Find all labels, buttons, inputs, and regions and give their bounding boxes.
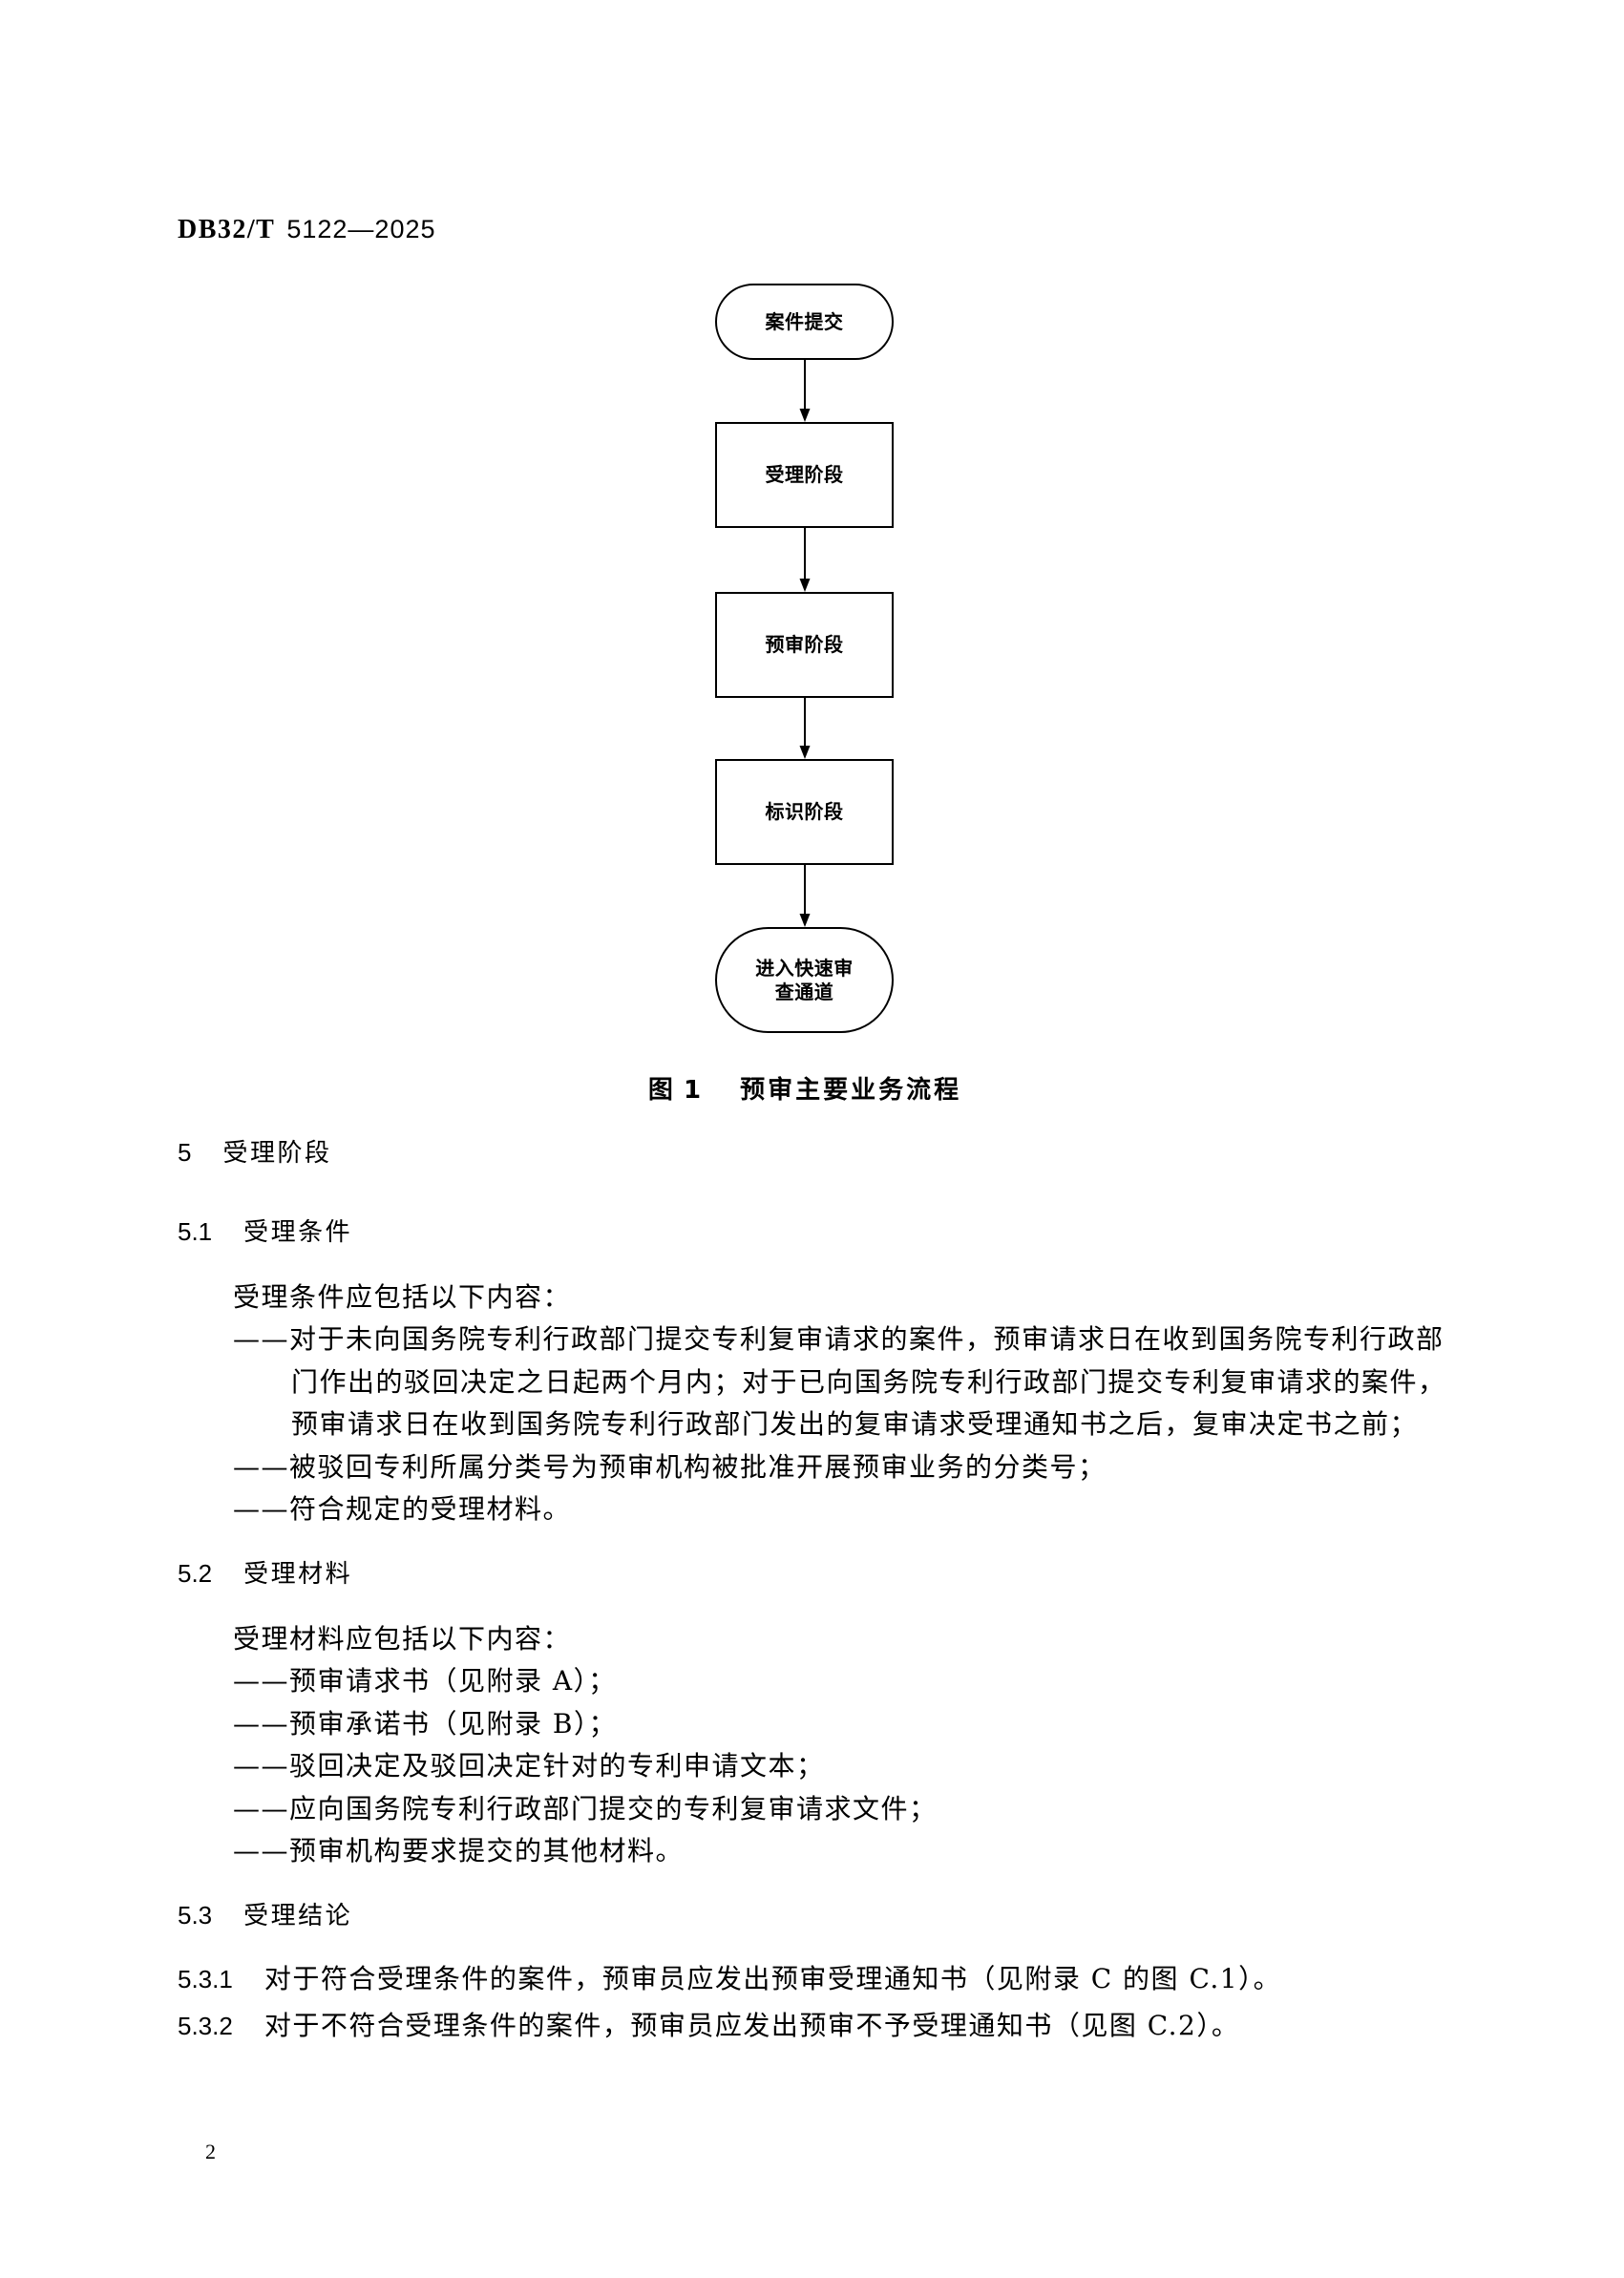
clause-title: 受理条件 [243, 1217, 353, 1247]
list-item-line: ——预审机构要求提交的其他材料。 [233, 1835, 685, 1867]
flow-node-start: 案件提交 [715, 284, 894, 360]
subsection-5-2: 5.2 受理材料 受理材料应包括以下内容： ——预审请求书（见附录 A）； ——预… [178, 1552, 1514, 1873]
flow-node-start-label: 案件提交 [765, 309, 844, 333]
clause-heading-5-3: 5.3 受理结论 [178, 1894, 1514, 1938]
clause-number: 5.1 [178, 1216, 213, 1246]
clause-text: 对于不符合受理条件的案件，预审员应发出预审不予受理通知书（见图 C.2）。 [264, 2009, 1240, 2041]
flow-node-marking: 标识阶段 [715, 759, 894, 865]
subsection-5-3: 5.3 受理结论 5.3.1 对于符合受理条件的案件，预审员应发出预审受理通知书（见… [178, 1894, 1514, 2052]
clause-title: 受理结论 [243, 1901, 353, 1930]
clause-title: 受理阶段 [222, 1139, 332, 1168]
clause-heading-5-2: 5.2 受理材料 [178, 1552, 1514, 1596]
flow-node-acceptance-label: 受理阶段 [765, 463, 844, 486]
clause-text: 对于符合受理条件的案件，预审员应发出预审受理通知书（见附录 C 的图 C.1）。 [264, 1963, 1282, 1994]
list-item-continuation: 预审请求日在收到国务院专利行政部门发出的复审请求受理通知书之后，复审决定书之前； [291, 1408, 1419, 1440]
clause-5-3-1: 5.3.1 对于符合受理条件的案件，预审员应发出预审受理通知书（见附录 C 的图 … [178, 1958, 1514, 2005]
flow-node-end-label-line-1: 进入快速审 [755, 956, 854, 980]
figure-number: 图 1 [647, 1076, 703, 1105]
clause-number: 5.3.1 [178, 1965, 233, 1993]
flow-node-marking-label: 标识阶段 [765, 800, 844, 823]
clause-title: 受理材料 [243, 1559, 353, 1589]
document-code-number: 5122—2025 [286, 215, 436, 243]
body-content: 5 受理阶段 5.1 受理条件 受理条件应包括以下内容： ——对于未向国务院专利行政… [178, 1131, 1514, 2051]
flow-node-pre-examination: 预审阶段 [715, 592, 894, 698]
flow-node-pre-examination-label: 预审阶段 [765, 633, 844, 656]
list-item-line: ——预审承诺书（见附录 B）； [233, 1707, 617, 1740]
flow-node-acceptance: 受理阶段 [715, 422, 894, 528]
list-item-continuation: 门作出的驳回决定之日起两个月内；对于已向国务院专利行政部门提交专利复审请求的案件… [291, 1365, 1446, 1398]
clause-number: 5.3.2 [178, 2011, 233, 2040]
flow-arrow-3 [799, 698, 811, 759]
clause-number: 5.2 [178, 1558, 213, 1588]
flow-arrow-2 [799, 528, 811, 592]
figure-title: 预审主要业务流程 [740, 1076, 962, 1105]
subsection-5-1: 5.1 受理条件 受理条件应包括以下内容： ——对于未向国务院专利行政部门提交专利… [178, 1211, 1514, 1531]
clause-5-3-2: 5.3.2 对于不符合受理条件的案件，预审员应发出预审不予受理通知书（见图 C.2… [178, 2005, 1514, 2052]
clause-heading-5: 5 受理阶段 [178, 1131, 1514, 1175]
clause-number: 5.3 [178, 1900, 213, 1930]
clause-number: 5 [178, 1138, 192, 1167]
list-item-line: ——符合规定的受理材料。 [233, 1493, 572, 1525]
list-intro: 受理材料应包括以下内容： [233, 1622, 572, 1655]
flow-node-end-label-line-2: 查通道 [774, 980, 834, 1003]
list-item-line: ——预审请求书（见附录 A）； [233, 1665, 617, 1697]
page-number: 2 [205, 2140, 216, 2163]
flow-arrows [799, 360, 811, 927]
document-code: DB32/T 5122—2025 [178, 212, 436, 250]
list-item-line: ——被驳回专利所属分类号为预审机构被批准开展预审业务的分类号； [233, 1450, 1107, 1483]
list-item-line: ——驳回决定及驳回决定针对的专利申请文本； [233, 1750, 825, 1782]
flow-arrow-4 [799, 865, 811, 927]
flow-arrow-1 [799, 360, 811, 422]
clause-heading-5-1: 5.1 受理条件 [178, 1211, 1514, 1255]
list-intro: 受理条件应包括以下内容： [233, 1280, 572, 1313]
list-item-line: ——对于未向国务院专利行政部门提交专利复审请求的案件，预审请求日在收到国务院专利… [233, 1323, 1445, 1355]
list-item-line: ——应向国务院专利行政部门提交的专利复审请求文件； [233, 1792, 938, 1825]
document-code-prefix: DB32/T [178, 215, 276, 244]
figure-caption: 图 1 预审主要业务流程 [423, 1073, 1187, 1107]
flow-node-end: 进入快速审 查通道 [715, 927, 894, 1033]
